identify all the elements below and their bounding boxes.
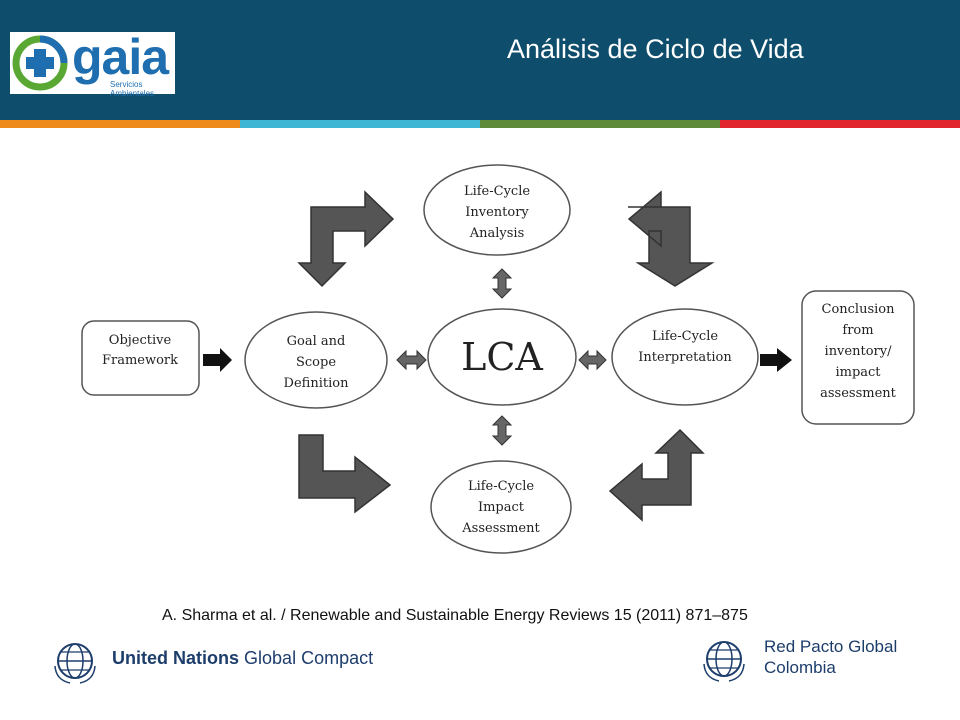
lca-diagram: Life-Cycle Inventory Analysis Objective …: [81, 164, 915, 554]
stripe-cyan: [240, 120, 480, 128]
inventory-to-interpretation-bent-arrow: [627, 190, 715, 287]
objective-label-2: Framework: [102, 353, 178, 368]
red-pacto-line1: Red Pacto Global: [764, 637, 898, 656]
goal-node: [244, 311, 388, 409]
inventory-lca-double-arrow: [491, 268, 513, 299]
conclusion-label-4: impact: [835, 365, 881, 380]
objective-box: [81, 320, 200, 396]
goal-label-2: Scope: [296, 355, 336, 370]
objective-to-goal-arrow: [203, 348, 232, 372]
conclusion-label-2: from: [842, 323, 873, 338]
interpretation-to-conclusion-arrow: [760, 348, 792, 372]
inventory-node: [423, 164, 571, 256]
un-logo-light-text: Global Compact: [244, 648, 374, 668]
un-global-compact-logo: United Nations Global Compact: [50, 636, 373, 686]
inventory-label-2: Inventory: [465, 205, 529, 220]
lca-impact-double-arrow: [491, 415, 513, 446]
header-bar: gaia Servicios Ambientales Análisis de C…: [0, 0, 960, 120]
conclusion-label-1: Conclusion: [822, 302, 896, 317]
conclusion-box: [801, 290, 915, 425]
un-logo-bold-text: United Nations: [112, 648, 240, 668]
gaia-cross-icon: [12, 35, 68, 91]
stripe-red: [720, 120, 960, 128]
stripe-orange: [0, 120, 240, 128]
gaia-logo-subtitle: Servicios Ambientales: [110, 80, 155, 98]
impact-label-3: Assessment: [461, 521, 540, 536]
goal-label-3: Definition: [284, 376, 350, 391]
interpretation-node: [611, 308, 759, 406]
objective-label-1: Objective: [109, 333, 172, 348]
citation: A. Sharma et al. / Renewable and Sustain…: [162, 607, 748, 624]
impact-label-2: Impact: [478, 500, 525, 515]
goal-label-1: Goal and: [287, 334, 346, 349]
red-pacto-line2: Colombia: [764, 658, 836, 677]
lca-interpretation-double-arrow: [578, 349, 607, 371]
impact-label-1: Life-Cycle: [468, 479, 534, 494]
page-title: Análisis de Ciclo de Vida: [507, 34, 804, 64]
lca-label: LCA: [461, 335, 543, 379]
inventory-label-3: Analysis: [469, 226, 525, 241]
globe-icon: [703, 641, 745, 682]
impact-to-goal-bent-arrow: [298, 434, 392, 514]
conclusion-label-3: inventory/: [825, 344, 893, 359]
interpretation-to-impact-bent-arrow: [608, 428, 705, 522]
impact-node: [430, 460, 572, 554]
gaia-logo: gaia Servicios Ambientales: [10, 29, 175, 98]
lca-node: [427, 308, 577, 406]
globe-icon: [54, 643, 96, 684]
red-pacto-global-logo: Red Pacto Global Colombia: [698, 632, 898, 688]
goal-lca-double-arrow: [396, 349, 427, 371]
inventory-label-1: Life-Cycle: [464, 184, 530, 199]
interpretation-label-1: Life-Cycle: [652, 329, 718, 344]
gaia-logo-text: gaia: [72, 29, 169, 85]
conclusion-label-5: assessment: [820, 386, 897, 401]
stripe-green: [480, 120, 720, 128]
goal-to-inventory-bent-arrow: [297, 190, 395, 288]
interpretation-label-2: Interpretation: [638, 350, 732, 365]
